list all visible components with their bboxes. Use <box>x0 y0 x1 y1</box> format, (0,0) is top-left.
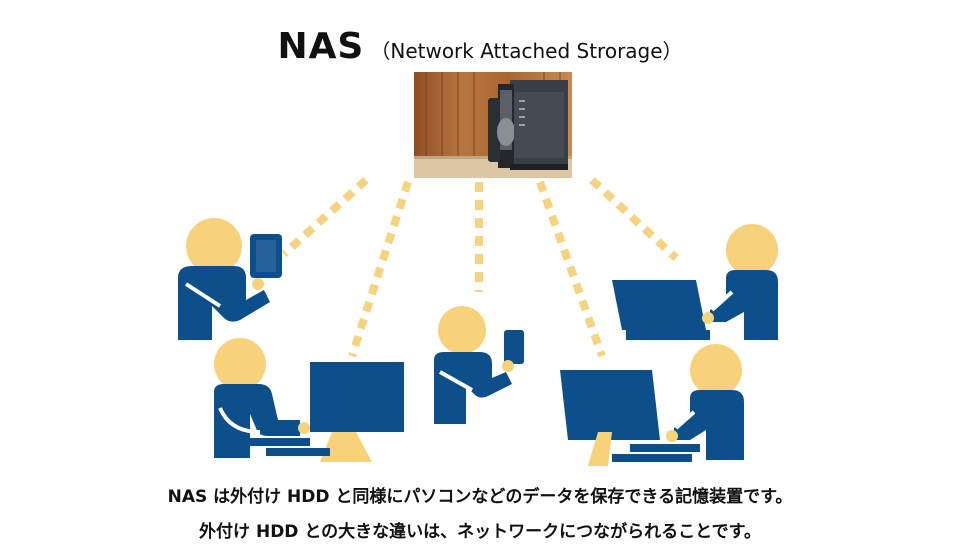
person-at-desktop-right-icon <box>560 344 744 466</box>
caption-line-2: 外付け HDD との大きな違いは、ネットワークにつながられることです。 <box>199 522 761 542</box>
person-with-phone-icon <box>434 306 524 424</box>
diagram-title: NAS（Network Attached Strorage） <box>0 26 960 67</box>
person-at-desktop-left-icon <box>214 338 404 462</box>
person-with-tablet-icon <box>178 218 282 340</box>
connection-line-desktop-left <box>348 180 412 358</box>
nas-device-photo <box>414 72 572 178</box>
person-with-laptop-icon <box>612 224 778 340</box>
connection-line-desktop-right <box>536 180 606 358</box>
title-subtitle: （Network Attached Strorage） <box>370 39 683 63</box>
title-main: NAS <box>277 26 365 67</box>
connection-line-laptop-right <box>589 177 679 261</box>
caption-line-1: NAS は外付け HDD と同様にパソコンなどのデータを保存できる記憶装置です。 <box>167 487 793 507</box>
connection-line-tablet-left <box>281 177 369 257</box>
